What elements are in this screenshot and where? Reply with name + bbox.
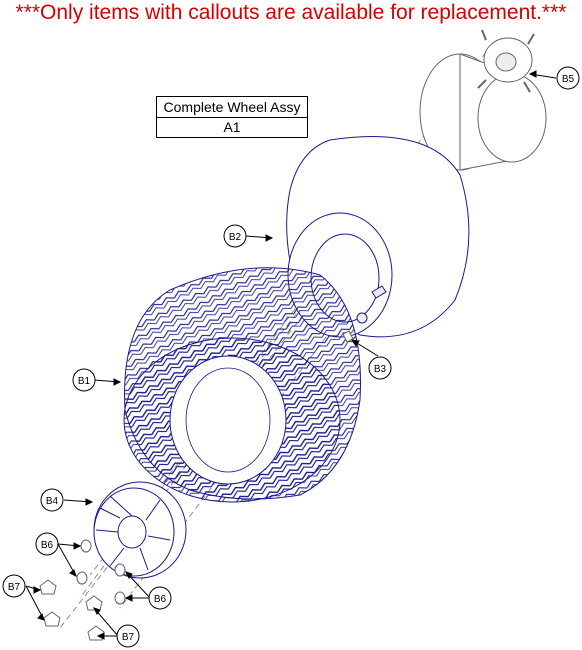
replacement-notice: ***Only items with callouts are availabl… <box>15 1 567 24</box>
callout-b1[interactable]: B1 <box>72 368 96 392</box>
callout-b1-label: B1 <box>78 376 91 387</box>
valve-part <box>342 330 354 343</box>
hub-part <box>419 29 547 171</box>
callout-b7-bottom[interactable]: B7 <box>116 624 140 648</box>
callout-b6-right-label: B6 <box>154 594 167 605</box>
callout-b5-label: B5 <box>562 74 575 85</box>
callout-b6-top[interactable]: B6 <box>35 532 59 556</box>
callout-b4[interactable]: B4 <box>40 488 64 512</box>
callout-b7-left-label: B7 <box>8 582 21 593</box>
callout-b2[interactable]: B2 <box>223 224 247 248</box>
callout-b2-label: B2 <box>229 232 242 243</box>
callout-b4-label: B4 <box>46 496 59 507</box>
callout-b7-left[interactable]: B7 <box>2 574 26 598</box>
assembly-table: Complete Wheel Assy A1 <box>156 96 308 138</box>
lug-cap-parts <box>39 579 105 641</box>
callout-b7-bottom-label: B7 <box>122 632 135 643</box>
callout-b6-right[interactable]: B6 <box>148 586 172 610</box>
assembly-table-header: Complete Wheel Assy <box>157 97 307 118</box>
lug-nut-parts <box>76 539 126 605</box>
callout-leaders <box>25 70 557 640</box>
rim-part <box>93 481 187 579</box>
tire-part <box>123 267 361 503</box>
assembly-table-value: A1 <box>223 119 241 135</box>
callout-b3[interactable]: B3 <box>368 356 392 380</box>
callout-b6-top-label: B6 <box>41 540 54 551</box>
callout-b5[interactable]: B5 <box>556 66 580 90</box>
callout-b3-label: B3 <box>374 364 387 375</box>
